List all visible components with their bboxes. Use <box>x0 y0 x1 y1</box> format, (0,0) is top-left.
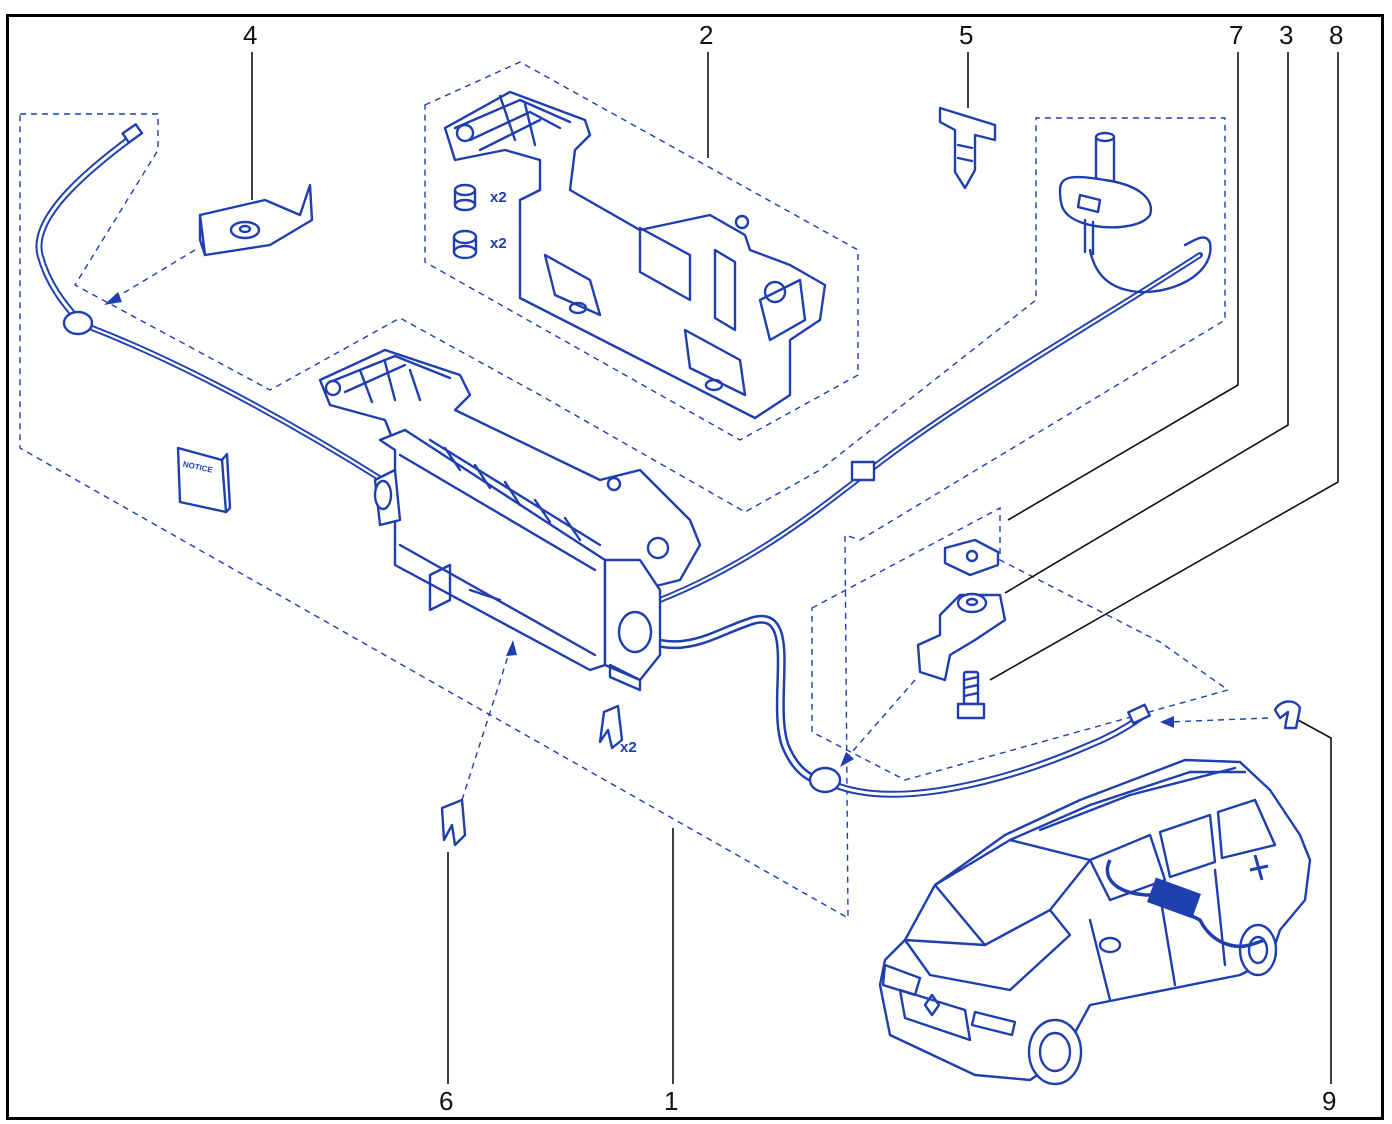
arrow-head-6 <box>506 640 517 656</box>
cables <box>35 123 1212 798</box>
part-6-clip <box>440 798 467 847</box>
outline-rear-kit <box>811 506 1230 781</box>
callout-3: 3 <box>1279 20 1293 50</box>
part-1-actuator <box>318 348 702 692</box>
outline-main-assembly <box>19 113 1226 920</box>
callout-2: 2 <box>699 20 713 50</box>
clip-pair: x2 <box>598 704 637 756</box>
callout-5: 5 <box>959 20 973 50</box>
cable-rear-end <box>1127 703 1151 725</box>
part-5-clip <box>938 106 997 190</box>
cable-grommet-rear <box>808 766 842 794</box>
seal-a-multiplier: x2 <box>490 189 507 206</box>
leader-3 <box>1004 52 1289 594</box>
cable-end-fitting <box>121 123 144 144</box>
part-2-frame <box>443 90 827 420</box>
arrow-bracket-to-grommet <box>844 679 916 761</box>
leader-8 <box>989 52 1339 681</box>
cable-grommet-left <box>62 310 94 336</box>
callout-6: 6 <box>439 1086 453 1116</box>
callout-4: 4 <box>243 20 257 50</box>
seals: x2 x2 <box>452 183 507 260</box>
part-4-bracket <box>198 183 314 257</box>
clip-multiplier: x2 <box>620 739 637 756</box>
cable-front-left <box>35 131 139 326</box>
arrow-head-9 <box>1160 716 1174 728</box>
callout-8: 8 <box>1329 20 1343 50</box>
callout-7: 7 <box>1229 20 1243 50</box>
callout-9: 9 <box>1322 1086 1336 1116</box>
car-illustration <box>878 758 1312 1086</box>
arrow-9-to-cable <box>1167 717 1269 723</box>
arrow-4-to-cable <box>111 249 196 301</box>
dashed-outlines <box>19 61 1230 920</box>
arrow-6-to-actuator <box>461 649 511 801</box>
leader-7 <box>1007 52 1239 521</box>
cable-clip-mid <box>850 460 876 482</box>
part-9-clip <box>1273 700 1302 730</box>
part-7-sensor <box>1058 131 1153 256</box>
sensor-wire-loop <box>1088 236 1212 294</box>
cable-rear-2 <box>831 714 1144 798</box>
outline-bracket-2 <box>424 61 859 441</box>
callout-1: 1 <box>664 1086 678 1116</box>
assembly-arrows <box>104 249 1269 801</box>
arrow-head-bracket <box>840 752 854 767</box>
leader-9 <box>1297 719 1332 1084</box>
notice-booklet: NOTICE <box>176 446 232 514</box>
rear-bracket-kit <box>916 538 1007 720</box>
seal-b-multiplier: x2 <box>490 235 507 252</box>
callouts: 4 2 5 7 3 8 6 1 9 <box>243 20 1343 1116</box>
arrow-head-4 <box>104 292 122 305</box>
